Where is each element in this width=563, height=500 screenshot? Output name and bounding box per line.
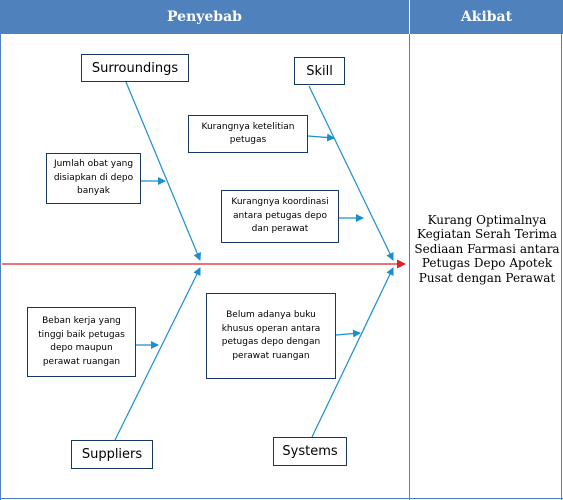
cause-jumlah-obat-text: Jumlah obat yang disiapkan di depo banya… xyxy=(53,159,134,197)
category-suppliers-label: Suppliers xyxy=(81,447,143,462)
cause-kurangnya-ketelitian-text: Kurangnya ketelitian petugas xyxy=(201,121,295,146)
kurangnya-ketelitian-arrow xyxy=(307,133,335,142)
cause-belum-adanya: Belum adanya buku khusus operan antara p… xyxy=(206,293,336,379)
skill-bone xyxy=(308,85,394,261)
effect-header: Akibat xyxy=(410,0,563,34)
category-surroundings-label: Surroundings xyxy=(91,60,179,76)
belum-adanya-arrow xyxy=(335,329,361,338)
category-skill: Skill xyxy=(294,57,345,85)
frame-right-border xyxy=(561,34,562,500)
cause-kurangnya-ketelitian: Kurangnya ketelitian petugas xyxy=(188,115,308,153)
cause-jumlah-obat: Jumlah obat yang disiapkan di depo banya… xyxy=(46,153,141,204)
suppliers-bone xyxy=(114,267,201,441)
category-suppliers: Suppliers xyxy=(71,440,153,469)
cause-header: Penyebab xyxy=(0,0,409,34)
cause-header-label: Penyebab xyxy=(167,9,242,25)
category-surroundings: Surroundings xyxy=(81,54,189,82)
frame-divider xyxy=(409,34,410,500)
category-skill-label: Skill xyxy=(306,63,333,79)
cause-belum-adanya-text: Belum adanya buku khusus operan antara p… xyxy=(221,310,321,361)
systems-bone xyxy=(311,267,394,438)
effect-statement: Kurang Optimalnya Kegiatan Serah Terima … xyxy=(414,213,560,285)
cause-kurangnya-koordinasi: Kurangnya koordinasi antara petugas depo… xyxy=(221,190,339,243)
cause-beban-kerja: Beban kerja yang tinggi baik petugas dep… xyxy=(27,307,136,377)
effect-header-label: Akibat xyxy=(460,9,513,25)
surroundings-bone xyxy=(125,81,202,261)
cause-kurangnya-koordinasi-text: Kurangnya koordinasi antara petugas depo… xyxy=(231,197,329,235)
category-systems-label: Systems xyxy=(282,444,338,459)
frame-bottom-border xyxy=(0,498,563,499)
category-systems: Systems xyxy=(273,437,347,466)
frame-left-border xyxy=(0,34,1,500)
cause-beban-kerja-text: Beban kerja yang tinggi baik petugas dep… xyxy=(38,316,125,367)
